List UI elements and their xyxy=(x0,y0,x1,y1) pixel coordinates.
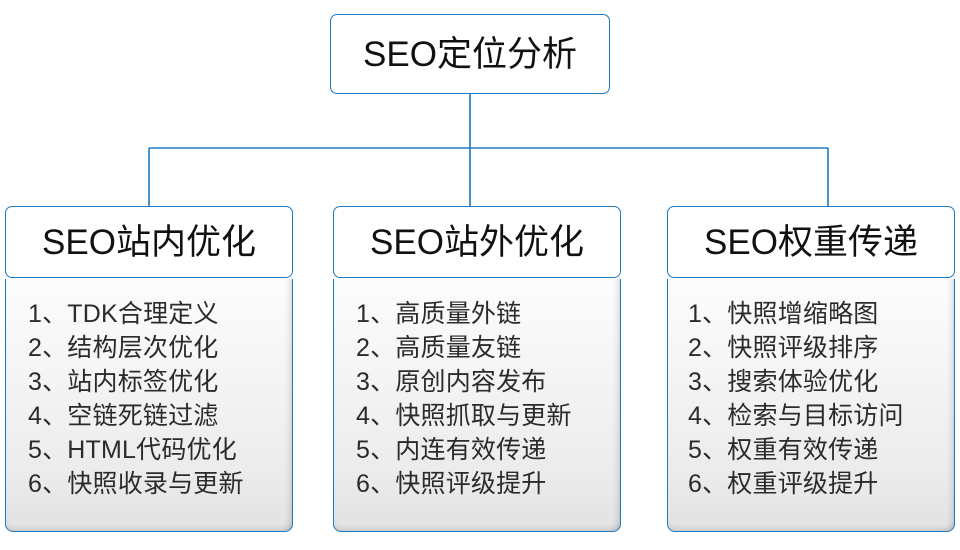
list-item: 4、空链死链过滤 xyxy=(28,402,219,430)
item-list: 1、快照增缩略图 2、快照评级排序 3、搜索体验优化 4、检索与目标访问 5、权… xyxy=(668,297,954,501)
column-title: SEO站外优化 xyxy=(370,222,584,262)
column-header-seo-onsite[interactable]: SEO站内优化 xyxy=(5,206,293,278)
column-header-seo-offsite[interactable]: SEO站外优化 xyxy=(333,206,621,278)
column-body-seo-offsite: 1、高质量外链 2、高质量友链 3、原创内容发布 4、快照抓取与更新 5、内连有… xyxy=(333,279,621,532)
item-list: 1、高质量外链 2、高质量友链 3、原创内容发布 4、快照抓取与更新 5、内连有… xyxy=(334,297,620,501)
column-seo-onsite: SEO站内优化 1、TDK合理定义 2、结构层次优化 3、站内标签优化 4、空链… xyxy=(5,206,293,532)
column-header-seo-weight-transfer[interactable]: SEO权重传递 xyxy=(667,206,955,278)
list-item: 2、高质量友链 xyxy=(356,334,522,362)
list-item: 3、站内标签优化 xyxy=(28,368,219,396)
column-body-seo-onsite: 1、TDK合理定义 2、结构层次优化 3、站内标签优化 4、空链死链过滤 5、H… xyxy=(5,279,293,532)
column-title: SEO权重传递 xyxy=(704,222,918,262)
list-item: 1、快照增缩略图 xyxy=(688,300,879,328)
list-item: 5、HTML代码优化 xyxy=(28,436,237,464)
column-seo-offsite: SEO站外优化 1、高质量外链 2、高质量友链 3、原创内容发布 4、快照抓取与… xyxy=(333,206,621,532)
list-item: 4、快照抓取与更新 xyxy=(356,402,572,430)
list-item: 4、检索与目标访问 xyxy=(688,402,904,430)
list-item: 5、内连有效传递 xyxy=(356,436,547,464)
list-item: 3、原创内容发布 xyxy=(356,368,547,396)
item-list: 1、TDK合理定义 2、结构层次优化 3、站内标签优化 4、空链死链过滤 5、H… xyxy=(6,297,292,501)
column-title: SEO站内优化 xyxy=(42,222,256,262)
list-item: 3、搜索体验优化 xyxy=(688,368,879,396)
root-node[interactable]: SEO定位分析 xyxy=(330,14,610,94)
list-item: 2、结构层次优化 xyxy=(28,334,219,362)
root-node-title: SEO定位分析 xyxy=(363,34,577,74)
list-item: 6、快照收录与更新 xyxy=(28,470,244,498)
list-item: 1、TDK合理定义 xyxy=(28,300,219,328)
list-item: 5、权重有效传递 xyxy=(688,436,879,464)
list-item: 2、快照评级排序 xyxy=(688,334,879,362)
list-item: 6、权重评级提升 xyxy=(688,470,879,498)
list-item: 6、快照评级提升 xyxy=(356,470,547,498)
list-item: 1、高质量外链 xyxy=(356,300,522,328)
column-seo-weight-transfer: SEO权重传递 1、快照增缩略图 2、快照评级排序 3、搜索体验优化 4、检索与… xyxy=(667,206,955,532)
column-body-seo-weight-transfer: 1、快照增缩略图 2、快照评级排序 3、搜索体验优化 4、检索与目标访问 5、权… xyxy=(667,279,955,532)
